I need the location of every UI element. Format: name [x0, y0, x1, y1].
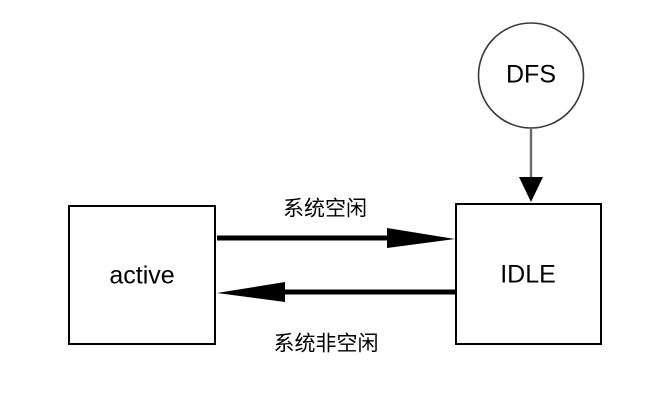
- edge-idle-to-active[interactable]: [217, 282, 455, 302]
- active-to-idle-arrow-shape: [217, 228, 455, 248]
- edge-label-system-idle: 系统空闲: [283, 198, 367, 221]
- edge-label-system-not-idle: 系统非空闲: [274, 333, 379, 356]
- node-dfs[interactable]: DFS: [477, 22, 585, 129]
- dfs-label: DFS: [506, 61, 556, 89]
- edge-active-to-idle[interactable]: [217, 228, 455, 248]
- idle-label: IDLE: [500, 261, 556, 289]
- active-label: active: [109, 262, 174, 290]
- node-idle[interactable]: IDLE: [455, 203, 602, 345]
- dfs-to-idle-arrowhead: [519, 177, 543, 202]
- node-active[interactable]: active: [68, 205, 216, 345]
- edge-dfs-to-idle[interactable]: [519, 128, 543, 202]
- active-box-shape: [68, 205, 216, 345]
- idle-to-active-arrow-shape: [217, 282, 455, 302]
- idle-box-shape: [455, 203, 602, 345]
